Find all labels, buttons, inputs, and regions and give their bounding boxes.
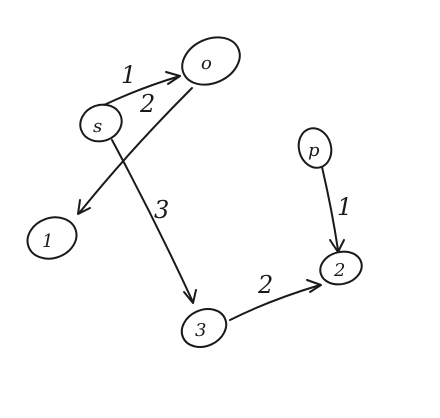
node-s-label: s — [93, 116, 102, 137]
node-1-label: 1 — [42, 231, 53, 252]
edge-p-to-2-weight: 1 — [337, 193, 352, 221]
node-2: 2 — [319, 250, 363, 286]
edge-3-to-2-weight: 2 — [257, 271, 273, 299]
edge-s-to-o-weight: 1 — [121, 61, 136, 89]
node-o: o — [181, 36, 241, 86]
edge-o-to-1 — [77, 87, 193, 215]
edge-o-to-1-weight: 2 — [139, 90, 155, 118]
node-1: 1 — [26, 216, 78, 260]
node-o-label: o — [201, 53, 212, 74]
edge-s-to-3-weight: 3 — [154, 196, 169, 224]
node-3-label: 3 — [195, 320, 206, 341]
edge-s-to-3 — [111, 139, 197, 304]
node-2-label: 2 — [333, 260, 345, 281]
node-3: 3 — [180, 308, 228, 348]
arrowhead — [183, 289, 197, 304]
edge-p-to-2 — [321, 166, 345, 253]
node-p-label: p — [308, 140, 320, 161]
arrowhead — [329, 239, 345, 253]
edge-3-to-2 — [229, 279, 322, 321]
arrowhead — [306, 279, 322, 293]
arrowhead — [165, 71, 181, 85]
node-s: s — [79, 103, 123, 143]
arrowhead — [77, 199, 91, 215]
edge-s-to-o — [103, 71, 181, 106]
node-p: p — [297, 127, 333, 169]
